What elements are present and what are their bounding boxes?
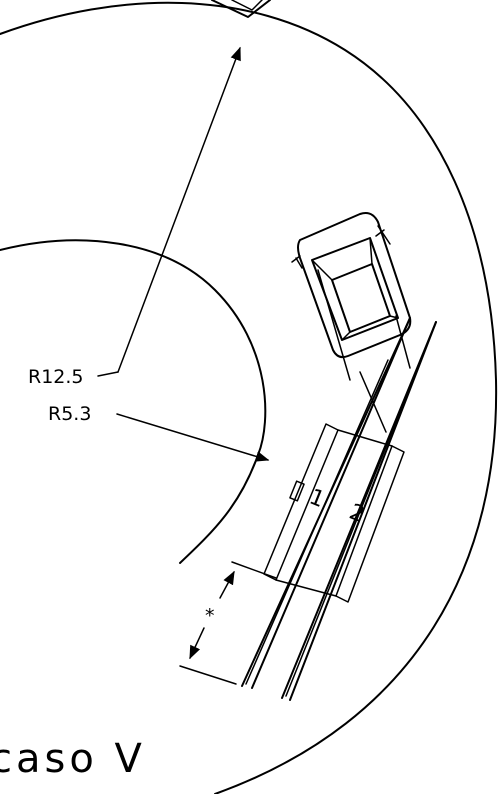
clearance-dimension bbox=[179, 561, 277, 685]
trailer-bodies bbox=[263, 423, 405, 603]
inner-radius-leader bbox=[116, 413, 270, 462]
trailer-2 bbox=[281, 321, 437, 701]
inner-radius-label: R5.3 bbox=[48, 403, 91, 425]
outer-radius-label-tick bbox=[97, 371, 119, 377]
outer-radius-label: R12.5 bbox=[28, 366, 84, 388]
outer-radius-leader bbox=[117, 46, 241, 373]
top-vehicle-fragment bbox=[211, 0, 271, 18]
trailer-1 bbox=[241, 317, 411, 689]
top-vehicle-fragment-inner bbox=[231, 0, 263, 11]
caption: caso V bbox=[0, 736, 146, 782]
clearance-label: * bbox=[205, 605, 215, 627]
tractor-cab bbox=[291, 212, 412, 433]
inner-radius-arc bbox=[0, 239, 267, 564]
trailer-label-2: 2 bbox=[346, 500, 368, 528]
